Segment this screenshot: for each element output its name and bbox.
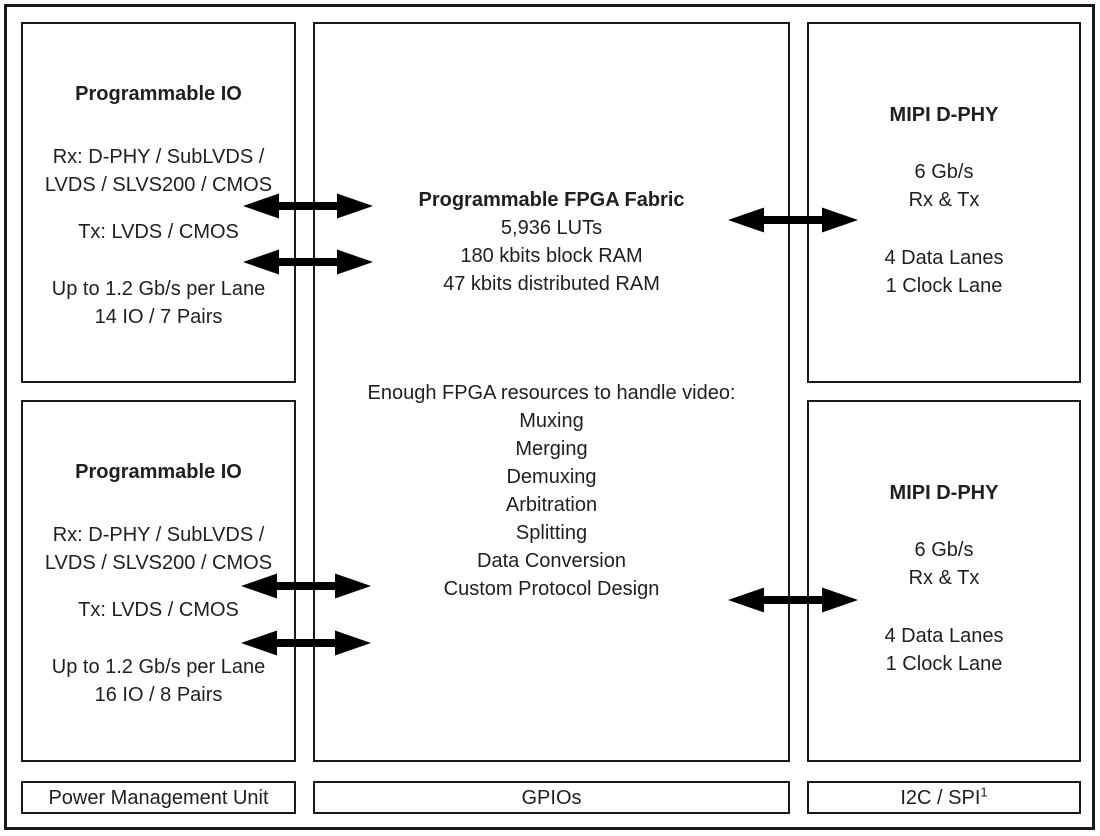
- mipi-dphy-top-lanes: 4 Data Lanes 1 Clock Lane: [809, 244, 1079, 300]
- fabric-distributed-ram: 47 kbits distributed RAM: [443, 273, 660, 295]
- mipi-dphy-bottom-title: MIPI D-PHY: [889, 482, 999, 504]
- capability-item: Splitting: [515, 522, 588, 544]
- bidirectional-arrow-icon: [728, 207, 858, 233]
- capability-item: Demuxing: [506, 466, 597, 488]
- clock-lane-line: 1 Clock Lane: [885, 653, 1003, 675]
- rx-line-2: LVDS / SLVS200 / CMOS: [44, 552, 273, 574]
- data-lanes-line: 4 Data Lanes: [884, 247, 1004, 269]
- pairs-line: 14 IO / 7 Pairs: [94, 306, 223, 328]
- bidirectional-arrow-icon: [241, 573, 371, 599]
- capability-item: Muxing: [519, 410, 584, 432]
- capability-item: Data Conversion: [477, 550, 626, 572]
- power-management-unit-box: Power Management Unit: [21, 781, 296, 814]
- capability-item: Custom Protocol Design: [443, 578, 660, 600]
- chip-outline: [4, 4, 1095, 830]
- i2c-spi-box: I2C / SPI1: [807, 781, 1081, 814]
- mipi-dphy-top-speed: 6 Gb/s Rx & Tx: [809, 158, 1079, 214]
- speed-line: 6 Gb/s: [914, 161, 974, 183]
- programmable-io-top-speed: Up to 1.2 Gb/s per Lane 14 IO / 7 Pairs: [23, 275, 294, 331]
- programmable-io-top-rx: Rx: D-PHY / SubLVDS / LVDS / SLVS200 / C…: [23, 143, 294, 199]
- rx-line-2: LVDS / SLVS200 / CMOS: [44, 174, 273, 196]
- bidirectional-arrow-icon: [243, 193, 373, 219]
- fabric-luts: 5,936 LUTs: [500, 217, 603, 239]
- bidirectional-arrow-icon: [243, 249, 373, 275]
- fabric-block-ram: 180 kbits block RAM: [460, 245, 643, 267]
- fabric-resources-list: Enough FPGA resources to handle video: M…: [315, 379, 788, 603]
- capability-item: Merging: [515, 438, 588, 460]
- power-management-unit-label: Power Management Unit: [48, 786, 269, 809]
- mipi-dphy-top-title: MIPI D-PHY: [889, 104, 999, 126]
- mipi-dphy-bottom-speed: 6 Gb/s Rx & Tx: [809, 536, 1079, 592]
- rxtx-line: Rx & Tx: [908, 189, 980, 211]
- fpga-fabric-box: Programmable FPGA Fabric 5,936 LUTs 180 …: [313, 22, 790, 762]
- programmable-io-bottom-speed: Up to 1.2 Gb/s per Lane 16 IO / 8 Pairs: [23, 653, 294, 709]
- mipi-dphy-top-box: MIPI D-PHY 6 Gb/s Rx & Tx 4 Data Lanes 1…: [807, 22, 1081, 383]
- bidirectional-arrow-icon: [241, 630, 371, 656]
- fpga-fabric-header: Programmable FPGA Fabric 5,936 LUTs 180 …: [315, 186, 788, 298]
- bidirectional-arrow-icon: [728, 587, 858, 613]
- speed-line: Up to 1.2 Gb/s per Lane: [51, 656, 266, 678]
- programmable-io-bottom-rx: Rx: D-PHY / SubLVDS / LVDS / SLVS200 / C…: [23, 521, 294, 577]
- programmable-io-bottom-tx: Tx: LVDS / CMOS: [78, 599, 239, 621]
- data-lanes-line: 4 Data Lanes: [884, 625, 1004, 647]
- i2c-spi-label: I2C / SPI1: [900, 783, 988, 809]
- fpga-fabric-title: Programmable FPGA Fabric: [418, 189, 685, 211]
- mipi-dphy-bottom-box: MIPI D-PHY 6 Gb/s Rx & Tx 4 Data Lanes 1…: [807, 400, 1081, 762]
- programmable-io-bottom-title: Programmable IO: [75, 461, 242, 483]
- rx-line-1: Rx: D-PHY / SubLVDS /: [52, 524, 265, 546]
- mipi-dphy-bottom-lanes: 4 Data Lanes 1 Clock Lane: [809, 622, 1079, 678]
- programmable-io-bottom-box: Programmable IO Rx: D-PHY / SubLVDS / LV…: [21, 400, 296, 762]
- capability-item: Arbitration: [505, 494, 598, 516]
- programmable-io-top-title: Programmable IO: [75, 83, 242, 105]
- clock-lane-line: 1 Clock Lane: [885, 275, 1003, 297]
- speed-line: 6 Gb/s: [914, 539, 974, 561]
- rx-line-1: Rx: D-PHY / SubLVDS /: [52, 146, 265, 168]
- pairs-line: 16 IO / 8 Pairs: [94, 684, 223, 706]
- gpios-label: GPIOs: [521, 786, 582, 809]
- gpios-box: GPIOs: [313, 781, 790, 814]
- resources-heading: Enough FPGA resources to handle video:: [367, 382, 736, 404]
- footnote-superscript: 1: [980, 783, 988, 799]
- speed-line: Up to 1.2 Gb/s per Lane: [51, 278, 266, 300]
- programmable-io-top-tx: Tx: LVDS / CMOS: [78, 221, 239, 243]
- rxtx-line: Rx & Tx: [908, 567, 980, 589]
- programmable-io-top-box: Programmable IO Rx: D-PHY / SubLVDS / LV…: [21, 22, 296, 383]
